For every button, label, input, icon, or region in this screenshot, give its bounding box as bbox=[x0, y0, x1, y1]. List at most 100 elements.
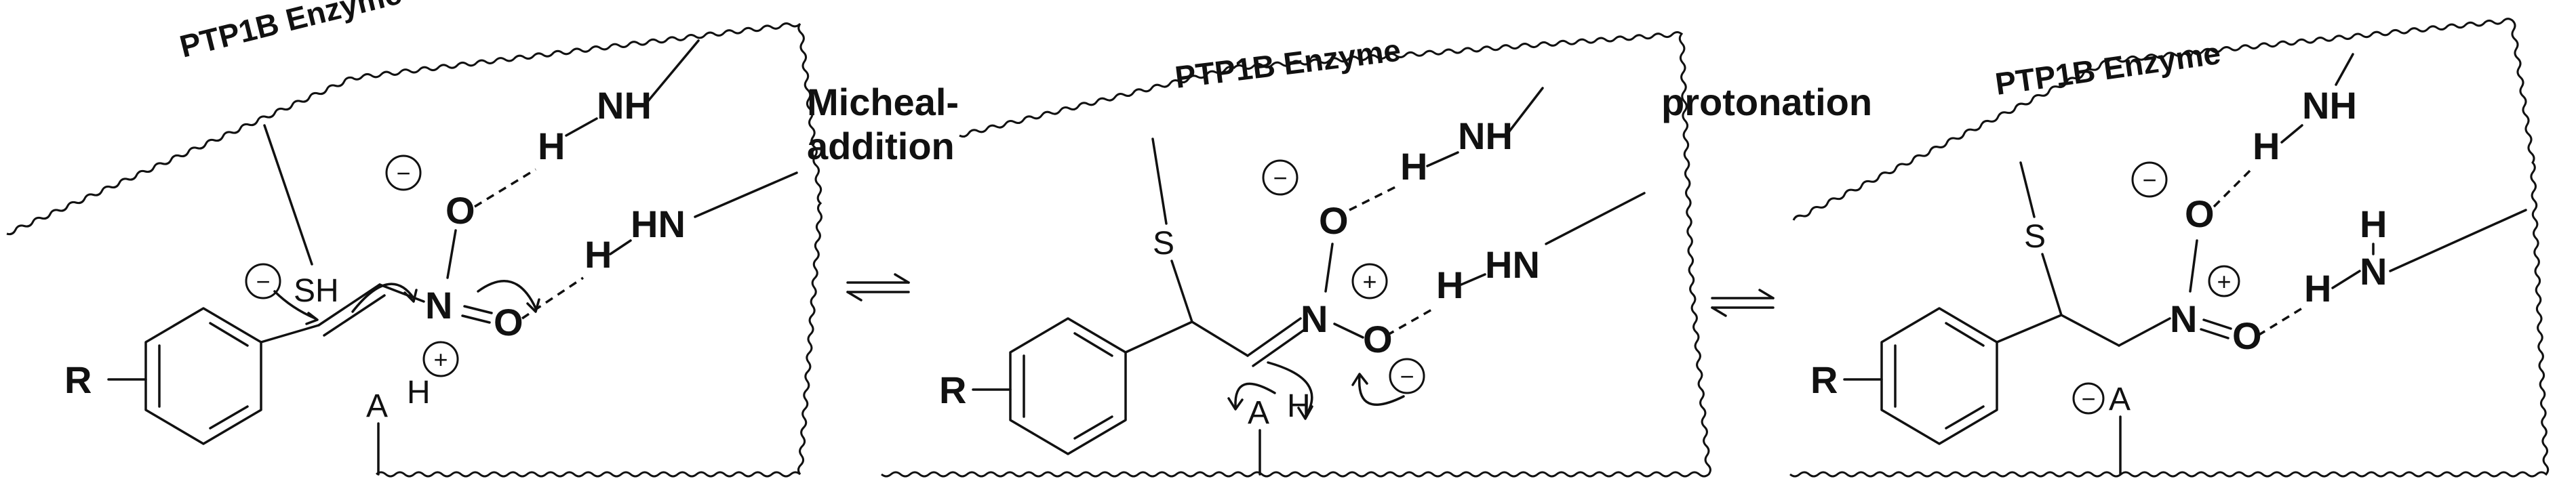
hbond-h-label: H bbox=[1400, 145, 1427, 188]
panel-intermediate: PTP1B Enzyme S R N + O − O − H NH H HN bbox=[881, 31, 1711, 478]
oxygen-minus-charge bbox=[1262, 159, 1299, 196]
backbone-hn-label: HN bbox=[631, 203, 686, 245]
enzyme-label: PTP1B Enzyme bbox=[1993, 35, 2223, 102]
n-o-bond bbox=[1324, 243, 1334, 293]
backbone-nh-label: NH bbox=[1458, 115, 1513, 157]
forward-harpoon-head bbox=[1758, 289, 1775, 299]
charge-minus-text: − bbox=[1273, 164, 1287, 192]
c-n-bond bbox=[378, 283, 425, 303]
charge-minus-text: − bbox=[396, 159, 410, 187]
ring-double-bond bbox=[1073, 332, 1113, 357]
hydrogen-bond-dash bbox=[1386, 307, 1435, 337]
ring-double-bond bbox=[209, 322, 249, 347]
general-acid-a-label: A bbox=[366, 388, 388, 424]
s-c-bond bbox=[2041, 253, 2063, 316]
ring-double-bond bbox=[1073, 415, 1113, 440]
n-o-single-bond bbox=[446, 229, 457, 279]
thioether-s-label: S bbox=[1153, 226, 1174, 262]
n-o-bond bbox=[1333, 323, 1364, 339]
benzylic-bond bbox=[1996, 314, 2063, 344]
cysteine-tether-bond bbox=[263, 124, 313, 266]
curved-electron-arrow bbox=[477, 280, 537, 310]
nitro-nitrogen-label: N bbox=[2170, 297, 2197, 340]
benzene-ring bbox=[144, 307, 262, 445]
conjugate-base-a-label: A bbox=[2109, 381, 2131, 417]
c-n-bond bbox=[2118, 317, 2171, 347]
cysteine-tether-bond bbox=[2019, 161, 2036, 218]
charge-minus-text: − bbox=[2081, 385, 2095, 413]
general-acid-a-label: A bbox=[1248, 395, 1269, 431]
hydrogen-bond-dash bbox=[2257, 307, 2303, 337]
oxygen-minus-charge bbox=[2131, 161, 2168, 198]
nitro-oxygen-label: O bbox=[494, 301, 523, 344]
backbone-nh-label: NH bbox=[597, 84, 652, 127]
n-o-double-bond-second bbox=[2200, 328, 2230, 339]
backbone-bond bbox=[2389, 209, 2527, 272]
acid-proton-h-label: H bbox=[1287, 388, 1311, 424]
nitro-oxygen-label: O bbox=[445, 189, 475, 232]
step-label-line2: addition bbox=[807, 125, 955, 167]
c-c-bond bbox=[2060, 314, 2120, 347]
hydrogen-bond-dash bbox=[1349, 185, 1398, 211]
hn-bond bbox=[2331, 270, 2361, 289]
reverse-harpoon-head bbox=[1711, 306, 1727, 317]
nitronate-double-bond bbox=[1246, 317, 1302, 357]
oxygen-minus-charge bbox=[1389, 358, 1425, 394]
benzene-ring bbox=[1880, 307, 1998, 445]
nh-bond bbox=[2280, 124, 2303, 144]
alkene-double-bond-second bbox=[323, 294, 386, 337]
reverse-harpoon-head bbox=[846, 291, 863, 302]
acid-proton-h-label: H bbox=[407, 375, 431, 411]
r-group-label: R bbox=[64, 358, 92, 401]
equilibrium-arrow-protonation: protonation bbox=[1661, 81, 1872, 317]
cysteine-tether-bond bbox=[1151, 138, 1168, 225]
arrowhead bbox=[305, 312, 319, 325]
nitronate-double-bond-second bbox=[1252, 327, 1307, 367]
panel-product: PTP1B Enzyme S R N + O − O H NH H H N bbox=[1789, 18, 2550, 478]
nh-bond bbox=[565, 117, 598, 137]
thioether-s-label: S bbox=[2024, 219, 2046, 255]
n-o-double-bond bbox=[463, 305, 493, 314]
enzyme-label: PTP1B Enzyme bbox=[1173, 32, 1403, 94]
amide-n-label: N bbox=[2360, 250, 2387, 293]
charge-minus-text: − bbox=[1400, 362, 1414, 390]
thiol-sh-label: SH bbox=[294, 273, 339, 309]
nitro-oxygen-label: O bbox=[2185, 192, 2215, 235]
arrowhead bbox=[1351, 373, 1368, 386]
c-c-bond bbox=[1191, 320, 1249, 357]
amide-h-label: H bbox=[2360, 203, 2387, 245]
enzyme-pocket-wavy-boundary bbox=[6, 22, 823, 478]
hbond-h-label: H bbox=[538, 125, 565, 167]
r-group-label: R bbox=[1810, 358, 1838, 401]
ring-double-bond bbox=[1945, 322, 1985, 347]
charge-minus-text: − bbox=[256, 268, 270, 295]
nitronate-nitrogen-label: N bbox=[1301, 297, 1328, 340]
alkene-double-bond bbox=[317, 283, 381, 327]
thiolate-minus-charge bbox=[245, 263, 281, 299]
step-label-line1: Micheal- bbox=[807, 81, 959, 123]
hn-bond bbox=[1460, 273, 1486, 286]
hbond-h-label: H bbox=[2253, 125, 2280, 167]
backbone-bond bbox=[2335, 53, 2354, 86]
nitronate-oxygen-label: O bbox=[1319, 199, 1349, 242]
s-c-bond bbox=[1170, 260, 1193, 323]
backbone-nh-label: NH bbox=[2302, 84, 2357, 127]
backbone-bond bbox=[646, 39, 700, 103]
nitro-nitrogen-label: N bbox=[425, 284, 452, 327]
benzylic-bond bbox=[1124, 320, 1193, 354]
n-o-double-bond bbox=[2202, 318, 2232, 330]
enzyme-label: PTP1B Enzyme bbox=[176, 0, 405, 64]
curved-electron-arrow bbox=[1234, 382, 1276, 408]
n-o-bond bbox=[2189, 239, 2198, 293]
hbond-h-label: H bbox=[2304, 267, 2331, 310]
nitrogen-plus-charge bbox=[422, 341, 459, 377]
charge-minus-text: − bbox=[2142, 166, 2156, 194]
vinyl-bond bbox=[260, 324, 320, 344]
backbone-bond bbox=[1545, 192, 1646, 245]
nitrogen-plus-charge bbox=[2208, 265, 2240, 297]
arrowhead bbox=[403, 289, 418, 303]
conjugate-base-minus-charge bbox=[2072, 382, 2105, 415]
arrowhead bbox=[526, 298, 540, 313]
